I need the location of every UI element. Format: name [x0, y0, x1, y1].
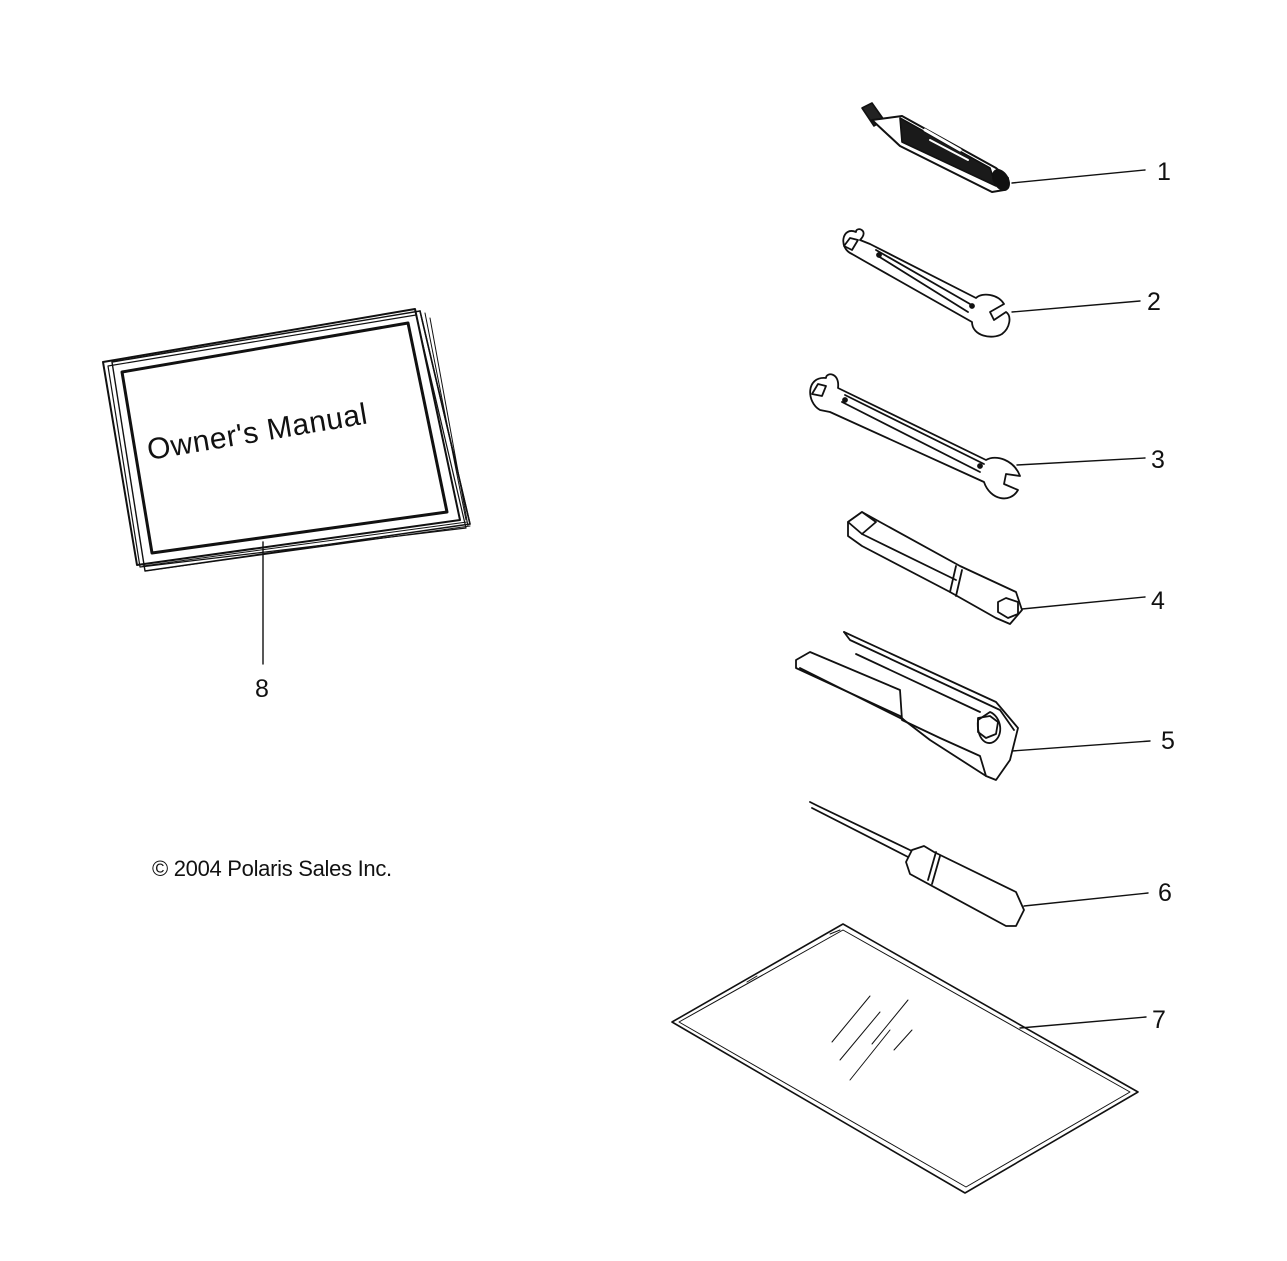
callout-8: 8 — [255, 675, 269, 703]
leader-line-7 — [1019, 1016, 1147, 1029]
leader-line-5 — [1011, 740, 1151, 752]
screwdriver-icon — [809, 801, 1025, 927]
open-end-wrench-large-icon — [809, 373, 1021, 500]
callout-4: 4 — [1151, 587, 1165, 615]
tool-bag-icon — [671, 923, 1139, 1194]
screwdriver-handle-icon — [861, 102, 1010, 193]
leader-line-2 — [1011, 300, 1141, 313]
callout-2: 2 — [1147, 288, 1161, 316]
copyright-notice: © 2004 Polaris Sales Inc. — [152, 856, 392, 881]
tool-holder-bracket-icon — [795, 631, 1019, 781]
spark-plug-socket-wrench-icon — [847, 511, 1023, 625]
owners-manual-icon: Owner's Manual — [102, 308, 471, 572]
leader-line-4 — [1021, 596, 1146, 610]
callout-3: 3 — [1151, 446, 1165, 474]
callout-1: 1 — [1157, 158, 1171, 186]
leader-line-6 — [1023, 892, 1149, 907]
manual-cover-title: Owner's Manual — [145, 398, 370, 467]
callout-5: 5 — [1161, 727, 1175, 755]
open-end-wrench-small-icon — [842, 228, 1011, 338]
leader-line-3 — [1016, 457, 1146, 466]
leader-line-1 — [1011, 169, 1146, 184]
callout-6: 6 — [1158, 879, 1172, 907]
callout-7: 7 — [1152, 1006, 1166, 1034]
